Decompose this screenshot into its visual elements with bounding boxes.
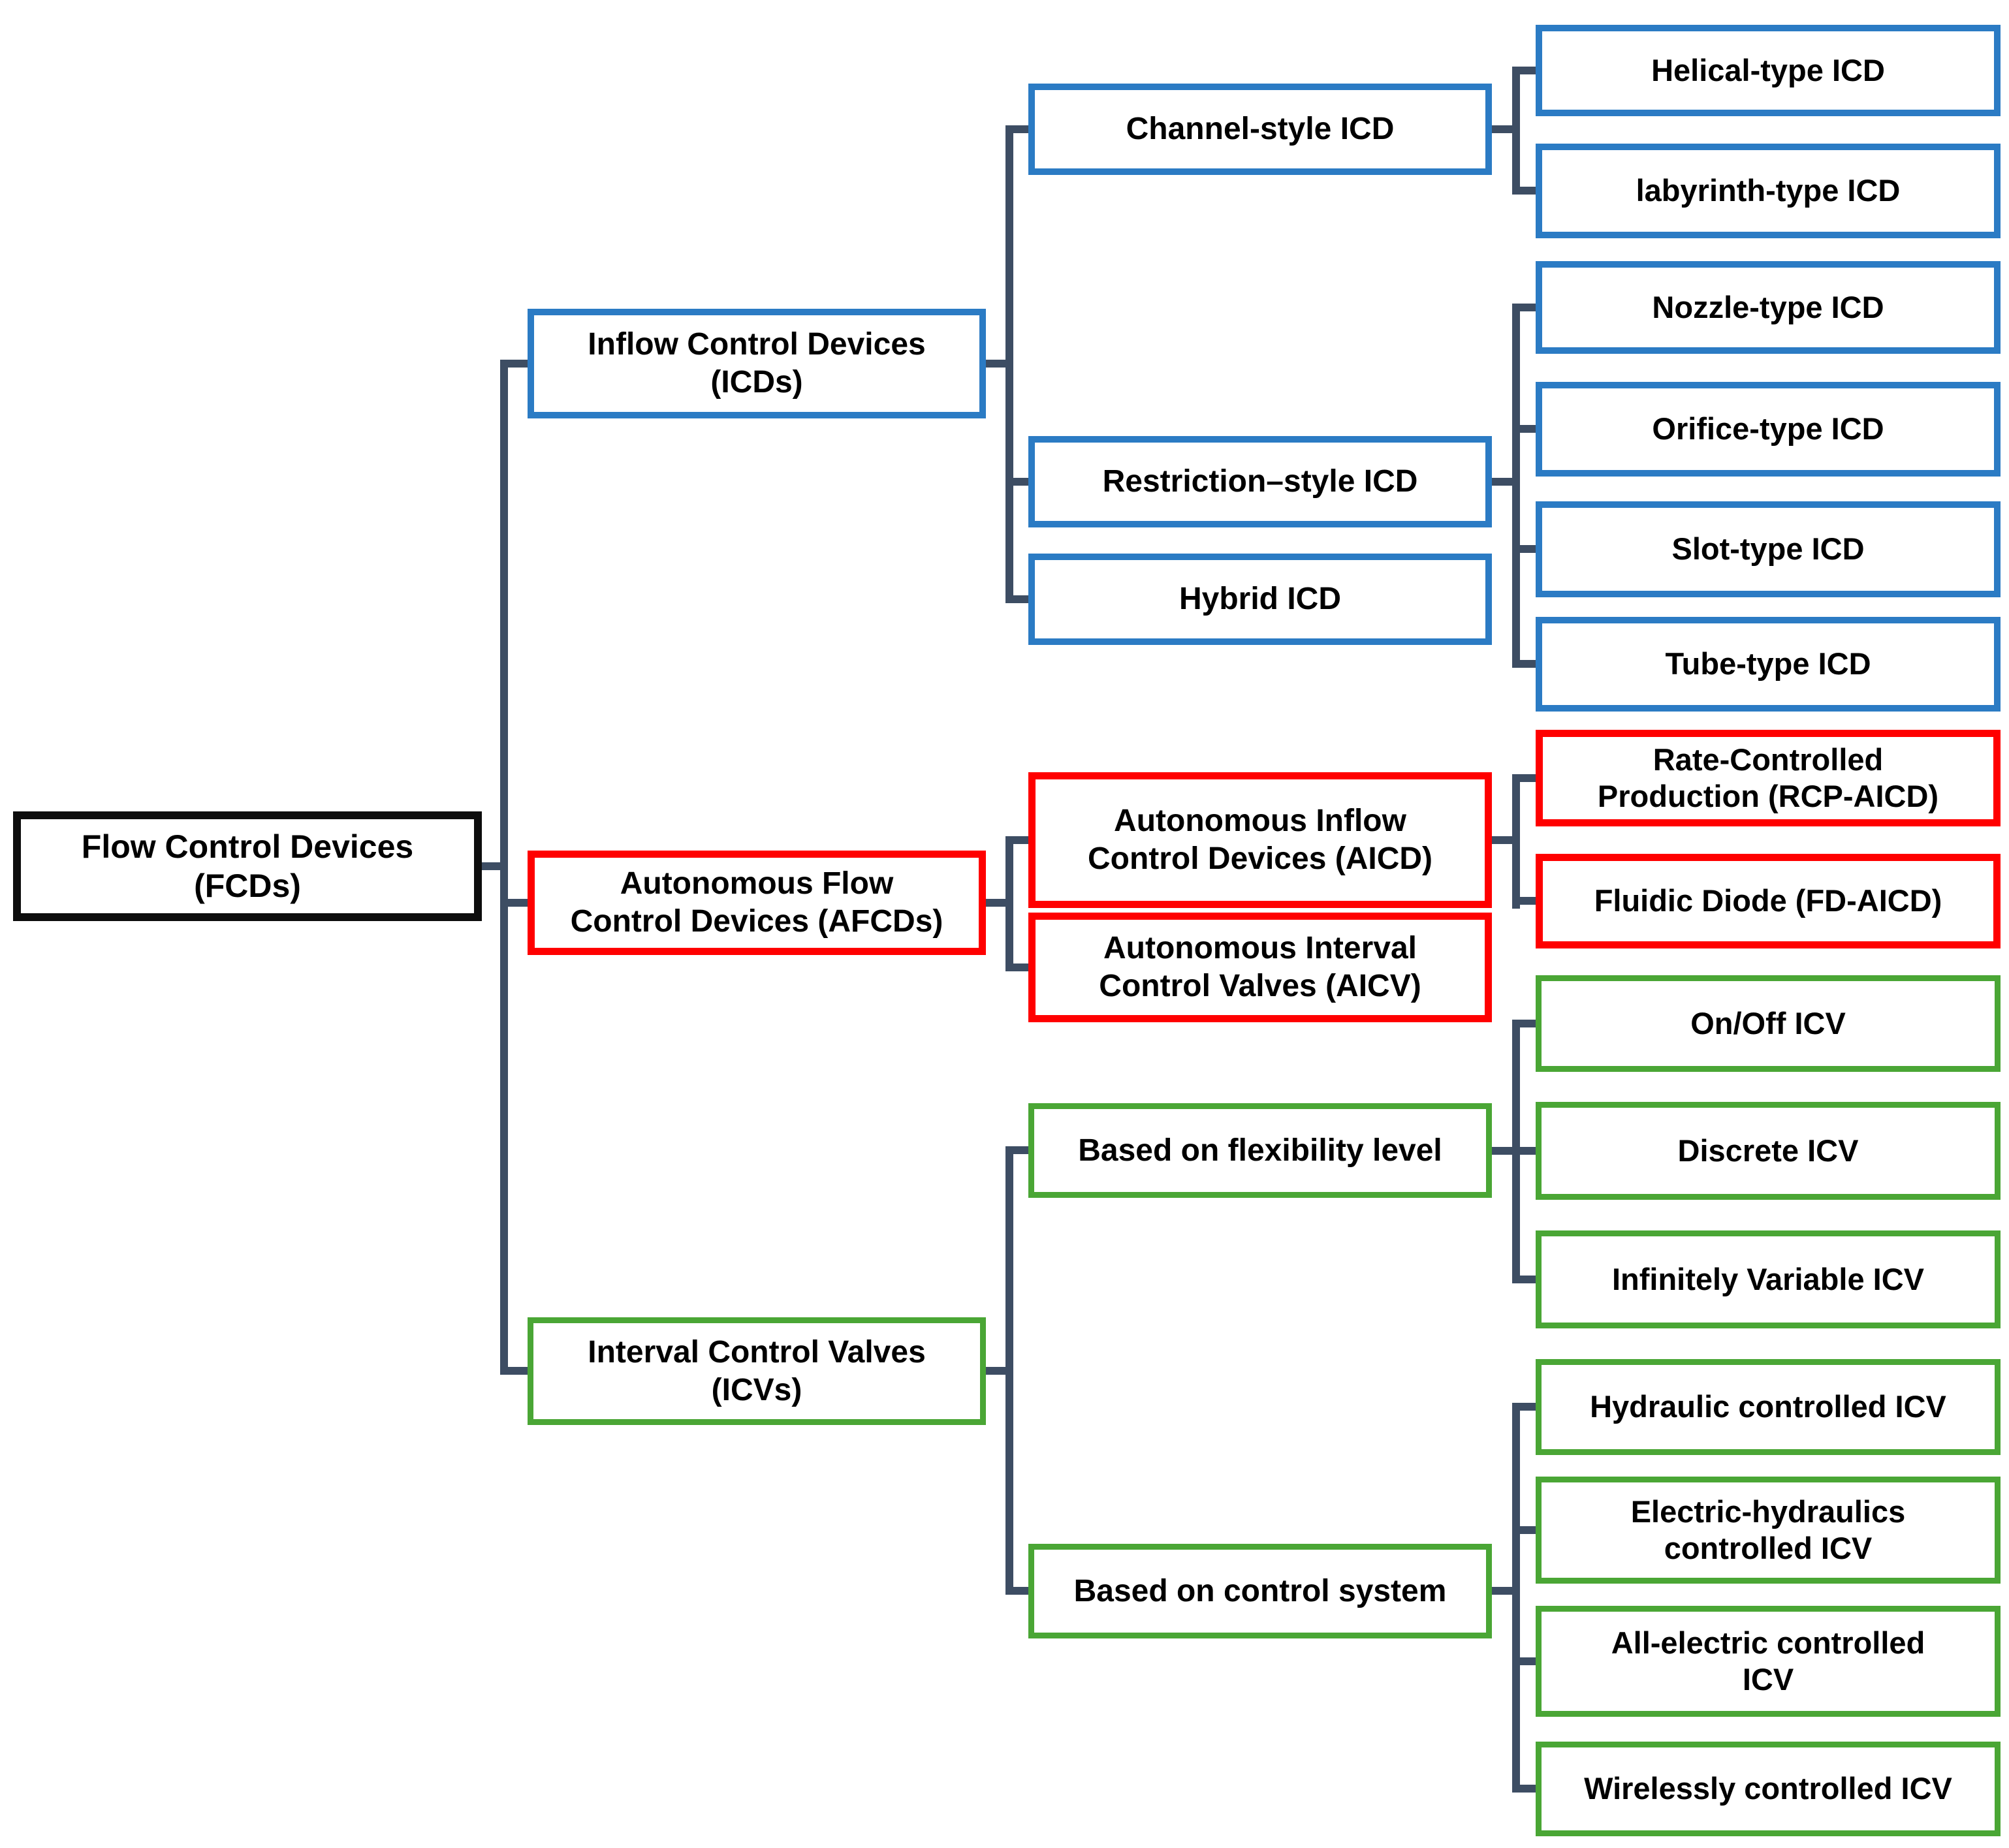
connector-line [1512,545,1536,553]
node-wirelessly-controlled-icv: Wirelessly controlled ICV [1536,1742,2001,1836]
connector-line [1005,836,1028,844]
connector-line [1005,478,1028,486]
node-interval-control-valves: Interval Control Valves (ICVs) [528,1317,986,1425]
connector-line [1512,304,1520,668]
node-electric-hydraulics-controlled-icv: Electric-hydraulics controlled ICV [1536,1477,2001,1584]
node-inflow-control-devices: Inflow Control Devices (ICDs) [528,309,986,418]
connector-line [500,360,508,1375]
node-slot-type-icd: Slot-type ICD [1536,501,2001,597]
connector-line [1005,963,1028,971]
node-flow-control-devices: Flow Control Devices (FCDs) [13,811,482,921]
connector-line [1005,1146,1013,1595]
connector-line [1512,774,1536,782]
node-on-off-icv: On/Off ICV [1536,975,2001,1072]
connector-line [1512,67,1536,74]
node-autonomous-flow-control-devices: Autonomous Flow Control Devices (AFCDs) [528,851,986,955]
node-helical-type-icd: Helical-type ICD [1536,25,2001,116]
connector-line [1005,125,1028,133]
node-based-on-flexibility-level: Based on flexibility level [1028,1103,1492,1198]
connector-line [1512,187,1536,195]
connector-line [1512,1403,1536,1411]
connector-line [1512,1785,1536,1793]
connector-line [1005,125,1013,603]
connector-line [1512,1020,1536,1027]
connector-line [1005,595,1028,603]
node-hydraulic-controlled-icv: Hydraulic controlled ICV [1536,1359,2001,1455]
node-orifice-type-icd: Orifice-type ICD [1536,382,2001,477]
node-channel-style-icd: Channel-style ICD [1028,84,1492,175]
connector-line [500,899,528,907]
connector-line [1005,1146,1028,1154]
connector-line [1005,1587,1028,1595]
node-discrete-icv: Discrete ICV [1536,1102,2001,1200]
node-restriction-style-icd: Restriction–style ICD [1028,436,1492,527]
node-infinitely-variable-icv: Infinitely Variable ICV [1536,1230,2001,1328]
node-labyrinth-type-icd: labyrinth-type ICD [1536,144,2001,238]
connector-line [1512,304,1536,311]
connector-line [1512,1403,1520,1793]
connector-line [1512,660,1536,668]
node-nozzle-type-icd: Nozzle-type ICD [1536,261,2001,354]
connector-line [500,1367,528,1375]
node-fluidic-diode: Fluidic Diode (FD-AICD) [1536,854,2001,948]
connector-line [1512,1147,1536,1155]
node-all-electric-controlled-icv: All-electric controlled ICV [1536,1606,2001,1717]
node-autonomous-interval-control-valves: Autonomous Interval Control Valves (AICV… [1028,913,1492,1022]
node-rate-controlled-production: Rate-Controlled Production (RCP-AICD) [1536,730,2001,826]
connector-line [1512,774,1520,909]
node-based-on-control-system: Based on control system [1028,1544,1492,1638]
connector-line [1512,897,1536,905]
node-autonomous-inflow-control-devices: Autonomous Inflow Control Devices (AICD) [1028,772,1492,908]
node-tube-type-icd: Tube-type ICD [1536,617,2001,712]
connector-line [1512,425,1536,433]
connector-line [1512,1657,1536,1665]
connector-line [500,360,528,368]
connector-line [1512,1526,1536,1534]
connector-line [1512,67,1520,195]
connector-line [1512,1276,1536,1283]
connector-line [1005,836,1013,971]
node-hybrid-icd: Hybrid ICD [1028,554,1492,645]
